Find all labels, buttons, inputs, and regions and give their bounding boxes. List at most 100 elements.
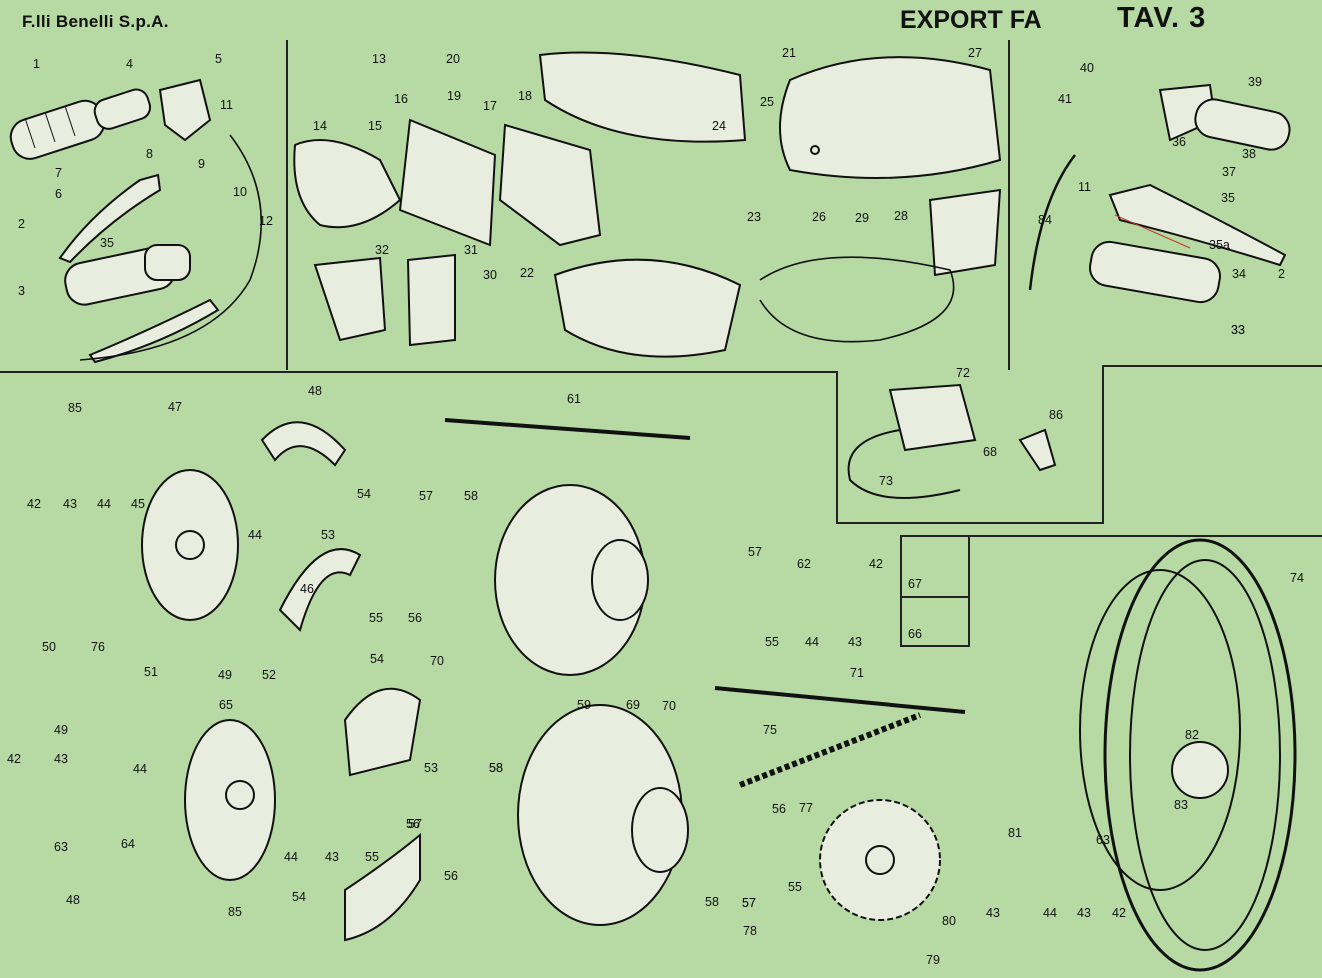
callout-label: 51 (144, 665, 158, 679)
divider-h5 (900, 596, 970, 598)
callout-label: 35 (1221, 191, 1235, 205)
callout-label: 30 (483, 268, 497, 282)
divider-v6 (968, 535, 970, 645)
callout-label: 58 (489, 761, 503, 775)
callout-label: 43 (848, 635, 862, 649)
callout-label: 3 (18, 284, 25, 298)
grip-33 (1089, 240, 1221, 304)
callout-label: 44 (133, 762, 147, 776)
brand-name: F.lli Benelli S.p.A. (22, 12, 169, 31)
callout-label: 58 (489, 761, 503, 775)
callout-label: 49 (54, 723, 68, 737)
callout-label: 37 (1222, 165, 1236, 179)
callout-label: 43 (325, 850, 339, 864)
axle-61 (444, 418, 691, 440)
brake-lever (88, 298, 220, 364)
callout-label: 47 (168, 400, 182, 414)
chain-75 (738, 712, 922, 788)
red-guide-line (1114, 214, 1191, 249)
callout-label: 34 (1232, 267, 1246, 281)
callout-label: 10 (233, 185, 247, 199)
divider-v3 (836, 371, 838, 523)
callout-label: 46 (300, 582, 314, 596)
callout-label: 56 (408, 611, 422, 625)
callout-label: 42 (1112, 906, 1126, 920)
callout-label: 22 (520, 266, 534, 280)
callout-label: 53 (424, 761, 438, 775)
callout-label: 50 (42, 640, 56, 654)
lever-2-right (1108, 183, 1287, 267)
divider-h3 (836, 522, 1104, 524)
callout-label: 11 (220, 98, 233, 112)
callout-label: 40 (1080, 61, 1094, 75)
wiring-harness-29 (759, 256, 955, 343)
callout-label: 27 (968, 46, 982, 60)
callout-label: 49 (218, 668, 232, 682)
callout-label: 55 (765, 635, 779, 649)
callout-label: 41 (1058, 92, 1072, 106)
callout-label: 4 (126, 57, 133, 71)
callout-label: 32 (375, 243, 389, 257)
switch-28 (928, 188, 1002, 277)
callout-label: 54 (370, 652, 384, 666)
callout-label: 81 (1008, 826, 1022, 840)
callout-label: 45 (131, 497, 145, 511)
callout-label: 68 (983, 445, 997, 459)
callout-label: 85 (228, 905, 242, 919)
axle-71 (714, 686, 966, 714)
callout-label: 48 (66, 893, 80, 907)
callout-label: 36 (1172, 135, 1186, 149)
callout-label: 63 (54, 840, 68, 854)
callout-label: 57 (408, 817, 422, 831)
brake-shoe-54-lower-a (343, 687, 422, 777)
callout-label: 6 (55, 187, 62, 201)
callout-label: 57 (419, 489, 433, 503)
brake-shoe-54-lower-b (344, 832, 421, 942)
reflector-32 (313, 256, 387, 342)
callout-label: 24 (712, 119, 726, 133)
divider-h1 (0, 371, 838, 373)
callout-label: 67 (908, 577, 922, 591)
callout-label: 44 (248, 528, 262, 542)
callout-label: 54 (357, 487, 371, 501)
callout-label: 72 (956, 366, 970, 380)
callout-label: 66 (908, 627, 922, 641)
callout-label: 70 (430, 654, 444, 668)
callout-label: 43 (54, 752, 68, 766)
callout-label: 42 (869, 557, 883, 571)
callout-label: 33 (1231, 323, 1245, 337)
callout-label: 39 (1248, 75, 1262, 89)
callout-label: 12 (259, 214, 273, 228)
callout-label: 25 (760, 95, 774, 109)
callout-label: 65 (219, 698, 233, 712)
callout-label: 52 (262, 668, 276, 682)
callout-label: 18 (518, 89, 532, 103)
dashboard-27 (779, 56, 1002, 179)
callout-label: 33 (1231, 323, 1245, 337)
callout-label: 77 (799, 801, 813, 815)
callout-label: 42 (27, 497, 41, 511)
headlight-cover-18 (538, 51, 747, 143)
spoked-wheel-74 (1079, 538, 1297, 972)
spark-plug-cap-86 (1018, 428, 1057, 472)
callout-label: 85 (68, 401, 82, 415)
callout-label: 48 (308, 384, 322, 398)
divider-v5 (900, 535, 902, 645)
callout-label: 44 (1043, 906, 1057, 920)
callout-label: 11 (1078, 180, 1091, 194)
lever-bracket (158, 78, 212, 142)
callout-label: 58 (705, 895, 719, 909)
handlebar-grip-right (9, 88, 152, 160)
hub-59 (494, 484, 649, 676)
callout-label: 56 (444, 869, 458, 883)
sprocket-77 (819, 799, 941, 921)
callout-label: 82 (1185, 728, 1199, 742)
divider-v2 (1008, 40, 1010, 370)
divider-v1 (286, 40, 288, 370)
callout-label: 56 (406, 817, 420, 831)
callout-label: 86 (1049, 408, 1063, 422)
callout-label: 9 (198, 157, 205, 171)
handlebar-grip-left (64, 244, 191, 306)
callout-label: 58 (464, 489, 478, 503)
